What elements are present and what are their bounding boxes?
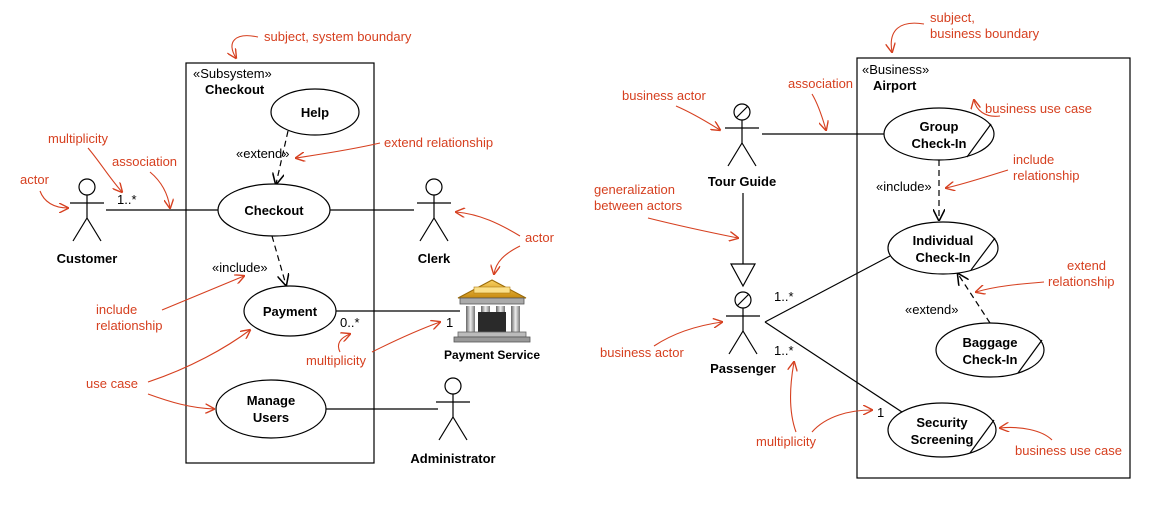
subsystem-stereotype: «Subsystem»: [193, 66, 272, 81]
business-use-case-individual-checkin[interactable]: Individual Check-In: [887, 221, 999, 275]
note-include-2: relationship: [1013, 168, 1080, 183]
mult-bottom-right: 1..*: [774, 343, 794, 358]
mult-payment: 0..*: [340, 315, 360, 330]
annotations-right: subject, business boundary business acto…: [594, 10, 1122, 458]
mult-security: 1: [877, 405, 884, 420]
note-extend-relationship: extend relationship: [384, 135, 493, 150]
actor-customer-label: Customer: [57, 251, 118, 266]
use-case-payment-label: Payment: [263, 304, 318, 319]
note-multiplicity-right: multiplicity: [756, 434, 816, 449]
note-generalization-1: generalization: [594, 182, 675, 197]
extend-label-right: «extend»: [905, 302, 959, 317]
note-actor-left: actor: [20, 172, 50, 187]
note-business-use-case-bottom: business use case: [1015, 443, 1122, 458]
use-case-manage-label-2: Users: [253, 410, 289, 425]
note-include-1: include: [1013, 152, 1054, 167]
use-case-help-label: Help: [301, 105, 329, 120]
note-subject-2: business boundary: [930, 26, 1040, 41]
actor-administrator[interactable]: Administrator: [410, 377, 496, 466]
mult-customer: 1..*: [117, 192, 137, 207]
business-use-case-group-checkin[interactable]: Group Check-In: [883, 107, 995, 161]
note-association-right: association: [788, 76, 853, 91]
use-case-payment[interactable]: Payment: [243, 285, 337, 337]
note-include-2: relationship: [96, 318, 163, 333]
actor-payment-service-label: Payment Service: [444, 348, 540, 362]
note-multiplicity-top: multiplicity: [48, 131, 108, 146]
extend-arrow-right: [958, 274, 991, 324]
group-label-2: Check-In: [912, 136, 967, 151]
generalization-triangle: [729, 263, 757, 288]
note-extend-2: relationship: [1048, 274, 1115, 289]
mult-service: 1: [446, 315, 453, 330]
use-case-help[interactable]: Help: [270, 88, 360, 136]
business-boundary: [856, 57, 1131, 479]
extend-arrow: [276, 130, 289, 184]
include-arrow: [271, 235, 286, 285]
baggage-label-1: Baggage: [963, 335, 1018, 350]
note-subject-1: subject,: [930, 10, 975, 25]
subsystem-boundary: [185, 62, 375, 464]
note-business-actor-top: business actor: [622, 88, 706, 103]
group-label-1: Group: [920, 119, 959, 134]
note-include-1: include: [96, 302, 137, 317]
actor-passenger-label: Passenger: [710, 361, 776, 376]
security-label-1: Security: [916, 415, 968, 430]
business-name: Airport: [873, 78, 917, 93]
business-actor-tour-guide[interactable]: Tour Guide: [708, 103, 776, 189]
note-generalization-2: between actors: [594, 198, 683, 213]
actor-clerk-label: Clerk: [418, 251, 451, 266]
use-case-manage-label-1: Manage: [247, 393, 295, 408]
note-actor-right: actor: [525, 230, 555, 245]
stick-figure-icon: [70, 178, 104, 242]
security-label-2: Screening: [911, 432, 974, 447]
actor-tour-guide-label: Tour Guide: [708, 174, 776, 189]
business-use-case-baggage-checkin[interactable]: Baggage Check-In: [935, 322, 1045, 378]
bank-icon: [453, 279, 531, 343]
include-label-right: «include»: [876, 179, 932, 194]
subsystem-name: Checkout: [205, 82, 265, 97]
note-business-actor-bottom: business actor: [600, 345, 684, 360]
left-diagram: «Subsystem» Checkout «extend» «include» …: [20, 29, 555, 466]
actor-administrator-label: Administrator: [410, 451, 495, 466]
assoc-passenger-individual: [764, 255, 891, 323]
use-case-checkout-label: Checkout: [244, 203, 304, 218]
assoc-passenger-security: [764, 321, 906, 415]
note-multiplicity-bottom: multiplicity: [306, 353, 366, 368]
extend-label: «extend»: [236, 146, 290, 161]
stick-figure-icon: [417, 178, 451, 242]
annotations-left: subject, system boundary multiplicity as…: [20, 29, 555, 409]
actor-payment-service[interactable]: Payment Service: [444, 279, 540, 362]
stick-figure-icon: [436, 377, 470, 441]
actor-customer[interactable]: Customer: [57, 178, 118, 266]
business-use-case-security-screening[interactable]: Security Screening: [887, 402, 997, 458]
mult-top-right: 1..*: [774, 289, 794, 304]
note-association: association: [112, 154, 177, 169]
note-extend-1: extend: [1067, 258, 1106, 273]
include-label: «include»: [212, 260, 268, 275]
baggage-label-2: Check-In: [963, 352, 1018, 367]
note-subject: subject, system boundary: [264, 29, 412, 44]
note-use-case: use case: [86, 376, 138, 391]
right-diagram: «Business» Airport «include» «extend» Gr…: [594, 10, 1131, 479]
use-case-manage-users[interactable]: Manage Users: [215, 379, 327, 439]
business-actor-icon: [725, 103, 759, 167]
business-actor-passenger[interactable]: Passenger: [710, 291, 776, 376]
business-stereotype: «Business»: [862, 62, 929, 77]
actor-clerk[interactable]: Clerk: [417, 178, 451, 266]
business-actor-icon: [726, 291, 760, 355]
individual-label-1: Individual: [913, 233, 974, 248]
use-case-checkout[interactable]: Checkout: [217, 183, 331, 237]
note-business-use-case-top: business use case: [985, 101, 1092, 116]
individual-label-2: Check-In: [916, 250, 971, 265]
